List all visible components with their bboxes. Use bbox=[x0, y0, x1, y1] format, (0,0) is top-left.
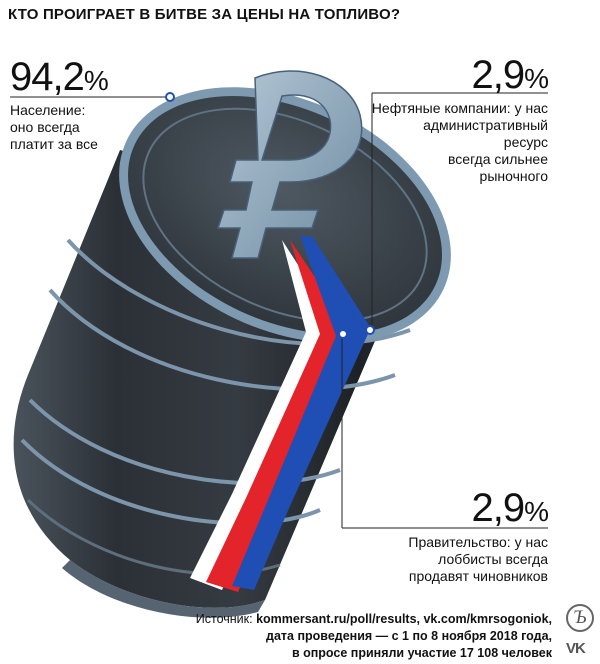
source-line-1: Источник: kommersant.ru/poll/results, vk… bbox=[196, 611, 552, 628]
population-label: Население: оно всегда платит за все bbox=[10, 102, 98, 153]
government-value-number: 2,9 bbox=[471, 486, 525, 530]
oil-label-line: рыночного bbox=[479, 168, 548, 184]
oil-value-unit: % bbox=[524, 63, 549, 94]
chart-title: КТО ПРОИГРАЕТ В БИТВЕ ЗА ЦЕНЫ НА ТОПЛИВО… bbox=[8, 6, 401, 23]
source-line-2: дата проведения — с 1 по 8 ноября 2018 г… bbox=[266, 629, 552, 643]
population-label-line: платит за все bbox=[10, 136, 98, 152]
oil-label-line: всегда сильнее bbox=[448, 151, 548, 167]
oil-value: 2,9% bbox=[471, 53, 549, 99]
oil-label-line: ресурс bbox=[503, 134, 548, 150]
leader-lines bbox=[10, 92, 548, 529]
population-value: 94,2% bbox=[10, 55, 109, 101]
oil-value-number: 2,9 bbox=[471, 53, 525, 97]
source-note: Источник: kommersant.ru/poll/results, vk… bbox=[196, 611, 552, 662]
oil-label: Нефтяные компании: у нас административны… bbox=[372, 100, 548, 185]
government-label-line: продавят чиновников bbox=[408, 568, 548, 584]
population-value-unit: % bbox=[83, 65, 109, 96]
population-label-line: Население: bbox=[10, 102, 86, 118]
government-label: Правительство: у нас лоббисты всегда про… bbox=[408, 534, 548, 585]
population-label-line: оно всегда bbox=[10, 119, 80, 135]
source-prefix: Источник: bbox=[195, 612, 257, 626]
ruble-sign bbox=[216, 70, 363, 259]
government-value: 2,9% bbox=[471, 486, 549, 532]
government-value-unit: % bbox=[524, 496, 549, 527]
government-label-line: лоббисты всегда bbox=[438, 551, 548, 567]
source-links: kommersant.ru/poll/results, vk.com/kmrso… bbox=[256, 612, 552, 626]
flag-stripes bbox=[190, 236, 372, 592]
vk-logo: VK bbox=[566, 640, 586, 657]
population-value-number: 94,2 bbox=[10, 55, 85, 99]
leader-dots bbox=[165, 92, 375, 339]
source-line-3: в опросе приняли участие 17 108 человек bbox=[291, 646, 552, 660]
kommersant-logo: Ъ bbox=[566, 604, 594, 632]
oil-label-line: Нефтяные компании: у нас bbox=[371, 100, 548, 116]
government-label-line: Правительство: у нас bbox=[408, 534, 548, 550]
oil-label-line: административный bbox=[423, 117, 548, 133]
